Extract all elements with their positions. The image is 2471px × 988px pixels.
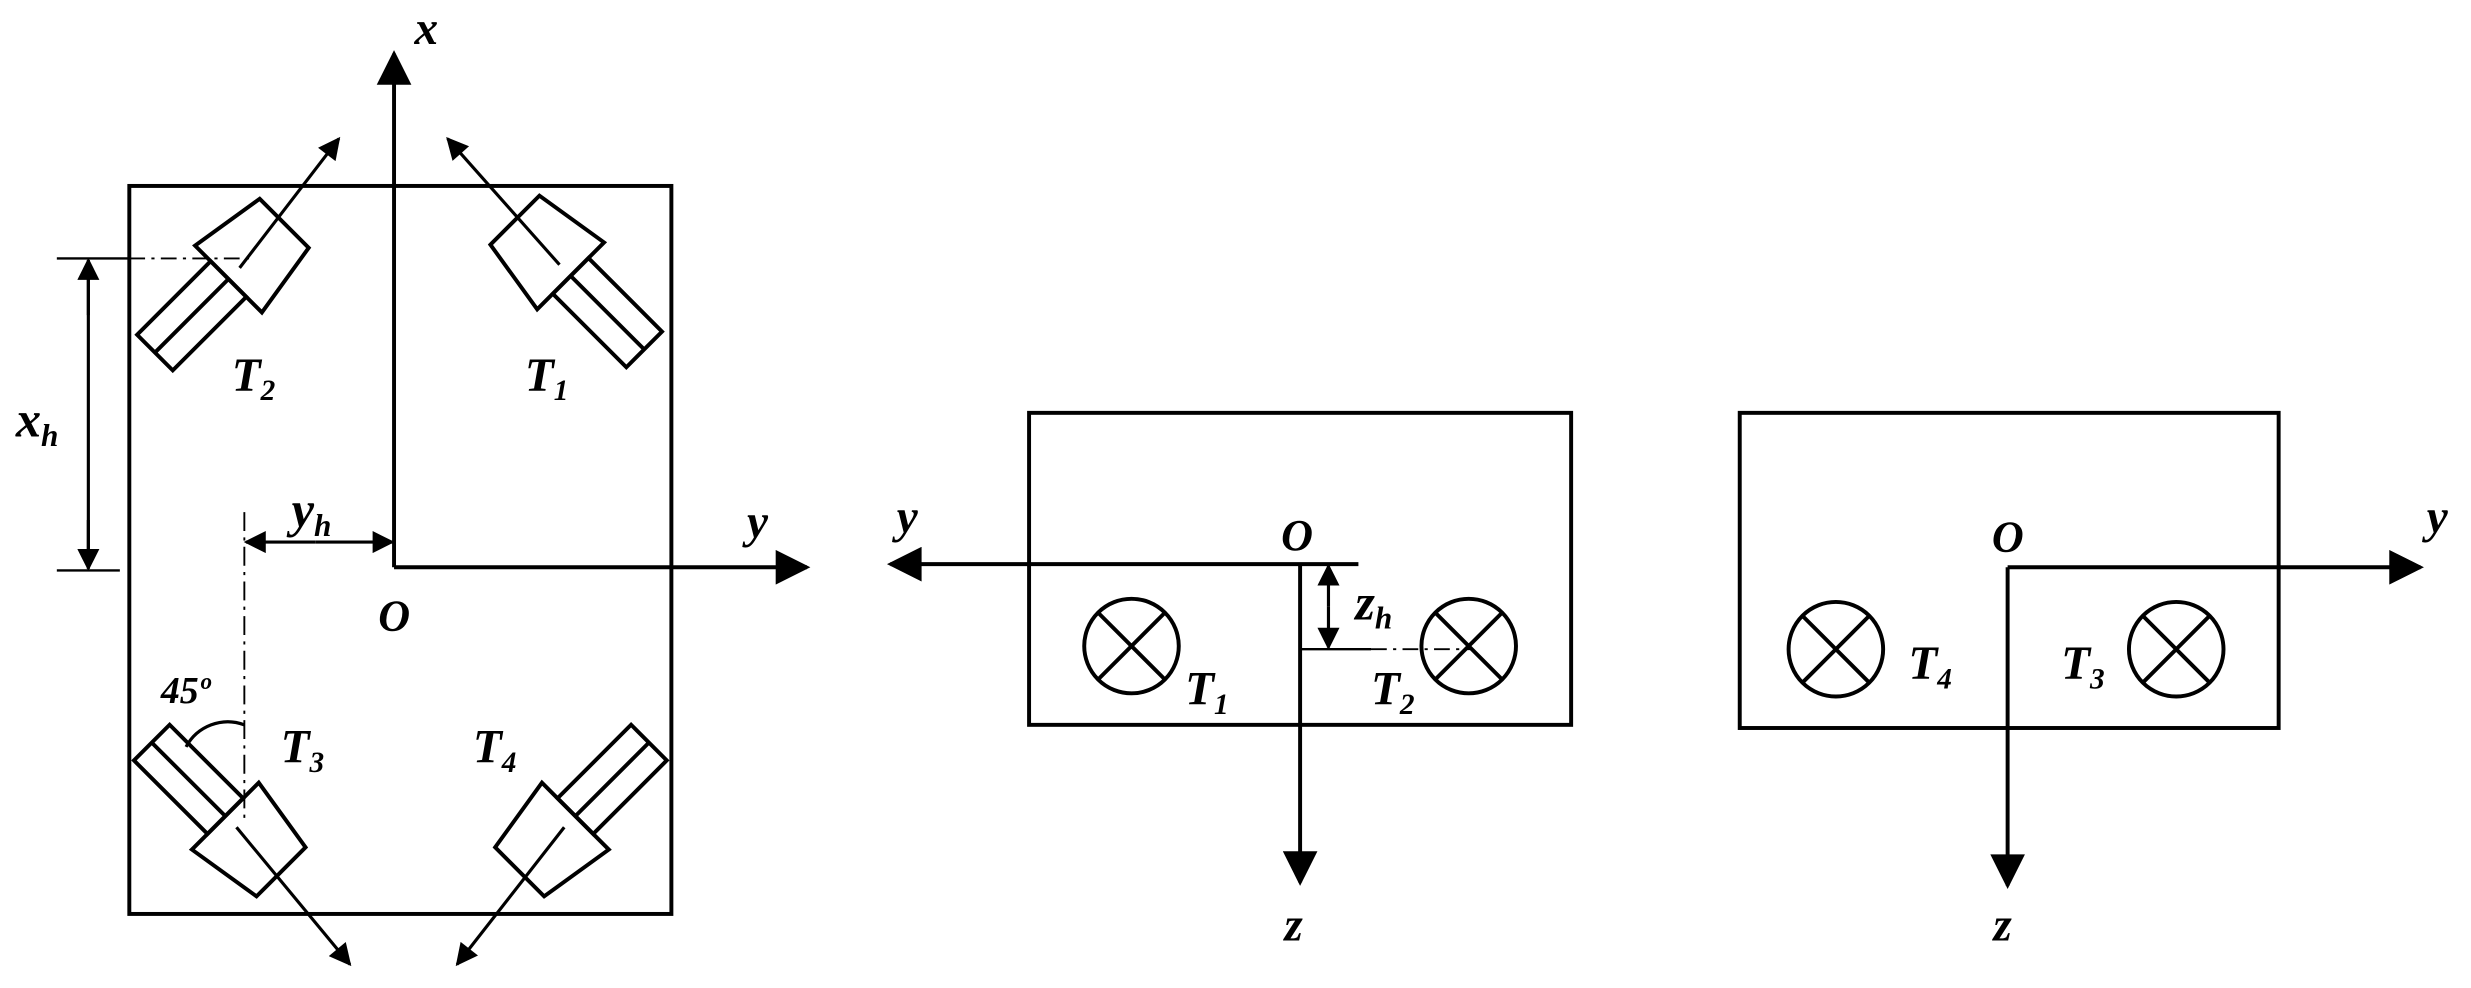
- t3-label-rear: T3: [2061, 638, 2105, 695]
- origin-label-rear: O: [1992, 513, 2024, 562]
- angle-arc: [184, 720, 245, 748]
- zh-label: zh: [1353, 574, 1392, 635]
- hull-outline-top: [127, 183, 674, 916]
- thruster-t4-side-symbol: [1786, 599, 1886, 699]
- origin-label-top-view: O: [378, 591, 410, 640]
- thruster-t4-top-view: [492, 721, 670, 899]
- angle-label: 45º: [160, 670, 212, 712]
- top-view: [56, 50, 811, 967]
- t1-label-front: T1: [1185, 663, 1229, 720]
- z-axis-label-rear: z: [1991, 900, 2012, 952]
- t4-label-rear: T4: [1908, 638, 1952, 695]
- y-axis-label-front: y: [892, 492, 919, 544]
- thruster-t3-top-view: [131, 721, 309, 899]
- t2-label-front: T2: [1371, 663, 1415, 720]
- rear-view-t3-t4: [1737, 410, 2424, 890]
- thruster-t2-top-view: [134, 196, 312, 374]
- thruster-t2-side-symbol: [1419, 596, 1518, 696]
- thrust-vector-t4: [455, 826, 566, 967]
- x-axis-label: x: [414, 3, 439, 55]
- thruster-t1-side-symbol: [1082, 596, 1181, 696]
- thrust-vector-t1: [446, 137, 561, 266]
- thruster-t1-top-view: [487, 193, 665, 371]
- t1-label-top-view: T1: [525, 350, 569, 407]
- origin-label-front: O: [1281, 511, 1313, 560]
- front-view-t1-t2: [886, 410, 1574, 886]
- thrust-vector-t2: [238, 136, 341, 269]
- t4-label-top-view: T4: [473, 722, 517, 779]
- z-axis-label-front: z: [1282, 900, 1303, 952]
- t3-label-top-view: T3: [281, 722, 325, 779]
- t2-label-top-view: T2: [232, 350, 276, 407]
- y-axis-label-rear: y: [2422, 492, 2449, 544]
- thruster-t3-side-symbol: [2126, 599, 2226, 699]
- yh-label: yh: [286, 481, 332, 542]
- xh-label: xh: [15, 391, 59, 452]
- y-axis-label-top-view: y: [742, 496, 769, 548]
- thrust-vector-t3: [235, 826, 352, 967]
